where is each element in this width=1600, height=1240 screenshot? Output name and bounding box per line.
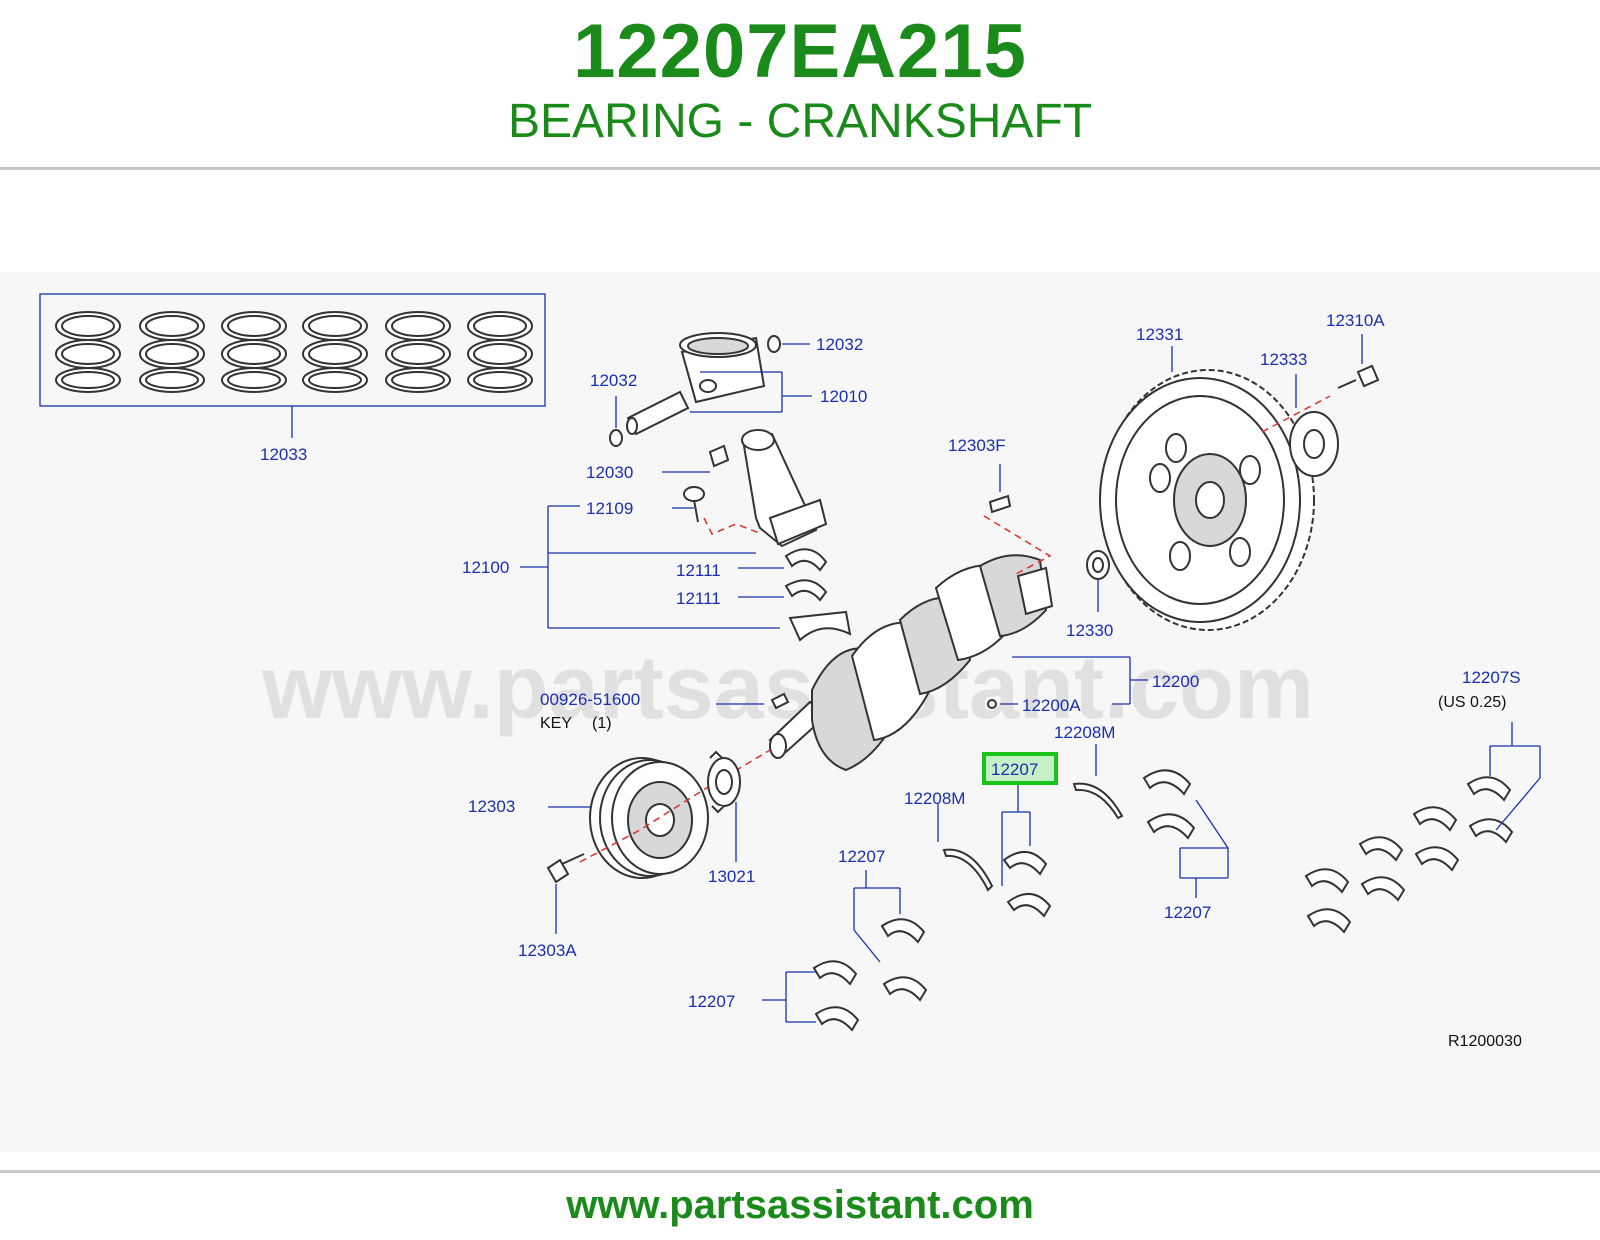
dowel-pin [988, 494, 1012, 514]
callout-12111-lower[interactable]: 12111 [676, 589, 721, 608]
main-bearing-center [880, 918, 928, 1002]
piston-pin-bushing [708, 444, 730, 468]
callout-12200a[interactable]: 12200A [1022, 696, 1081, 715]
pulley-bolt [546, 853, 585, 884]
callout-12208m-left[interactable]: 12208M [904, 789, 965, 808]
callout-12207-center[interactable]: 12207 [838, 847, 885, 866]
callout-12200[interactable]: 12200 [1152, 672, 1199, 691]
callout-12207-left[interactable]: 12207 [688, 992, 735, 1011]
rod-bearing-upper [784, 548, 828, 572]
ring-set-3 [221, 311, 287, 393]
callout-12111-upper[interactable]: 12111 [676, 561, 721, 580]
thrust-washer-left [942, 848, 994, 892]
thrust-washer-right [1072, 782, 1124, 820]
callout-12207-highlighted[interactable]: 12207 [991, 760, 1038, 779]
ring-set-6 [467, 311, 533, 393]
callout-12033[interactable]: 12033 [260, 445, 307, 464]
page-header: 12207EA215 BEARING - CRANKSHAFT [0, 0, 1600, 168]
main-bearing-highlighted [1002, 851, 1052, 918]
key [770, 692, 790, 710]
callout-12109[interactable]: 12109 [586, 499, 633, 518]
pilot-bushing [1086, 550, 1110, 580]
callout-12303[interactable]: 12303 [468, 797, 515, 816]
callout-12303a[interactable]: 12303A [518, 941, 577, 960]
callout-12032-left[interactable]: 12032 [590, 371, 637, 390]
flywheel-bolt [1337, 364, 1380, 389]
footer-site-url[interactable]: www.partsassistant.com [566, 1183, 1034, 1227]
rod-bolt [683, 486, 705, 523]
callout-12010[interactable]: 12010 [820, 387, 867, 406]
part-description-title: BEARING - CRANKSHAFT [507, 95, 1093, 148]
callout-12100[interactable]: 12100 [462, 558, 509, 577]
callout-12330[interactable]: 12330 [1066, 621, 1113, 640]
callout-13021[interactable]: 13021 [708, 867, 755, 886]
undersize-note: (US 0.25) [1438, 694, 1506, 711]
snap-ring-left [609, 429, 623, 447]
diagram-ref-code: R1200030 [1448, 1033, 1522, 1050]
main-bearing-left [812, 960, 860, 1032]
crankshaft [768, 554, 1054, 772]
callout-12208m-right[interactable]: 12208M [1054, 723, 1115, 742]
ring-set-4 [302, 311, 368, 393]
connecting-rod [741, 429, 828, 548]
piston [679, 332, 766, 404]
footer-divider [0, 1170, 1600, 1173]
crank-plug [987, 699, 997, 709]
ring-set-5 [385, 311, 451, 393]
callout-12032-right[interactable]: 12032 [816, 335, 863, 354]
piston-pin [626, 390, 690, 436]
flywheel-reinforcement-plate [1289, 411, 1339, 477]
snap-ring-right [767, 335, 781, 353]
callout-12207s[interactable]: 12207S [1462, 668, 1521, 687]
rod-cap [788, 610, 852, 642]
rod-bearing-lower [784, 579, 828, 602]
crank-pulley [589, 757, 709, 879]
ring-set-1 [55, 311, 121, 393]
main-bearing-set [1304, 776, 1514, 934]
ring-set-2 [139, 311, 205, 393]
piston-ring-sets [39, 293, 546, 407]
callout-12030[interactable]: 12030 [586, 463, 633, 482]
key-qty: (1) [592, 715, 612, 732]
callout-12310a[interactable]: 12310A [1326, 311, 1385, 330]
callout-12207-right[interactable]: 12207 [1164, 903, 1211, 922]
part-number-title: 12207EA215 [573, 9, 1027, 94]
highlight-box [982, 752, 1058, 785]
callout-12303f[interactable]: 12303F [948, 436, 1006, 455]
flywheel [1099, 369, 1315, 631]
crank-sprocket [707, 750, 741, 814]
callout-12333[interactable]: 12333 [1260, 350, 1307, 369]
main-bearing-right [1142, 769, 1196, 840]
callout-00926-51600[interactable]: 00926-51600 [540, 690, 640, 709]
callout-12331[interactable]: 12331 [1136, 325, 1183, 344]
header-divider [0, 167, 1600, 170]
key-label: KEY [540, 715, 572, 732]
diagram-watermark: www.partsassistant.com [261, 638, 1314, 738]
